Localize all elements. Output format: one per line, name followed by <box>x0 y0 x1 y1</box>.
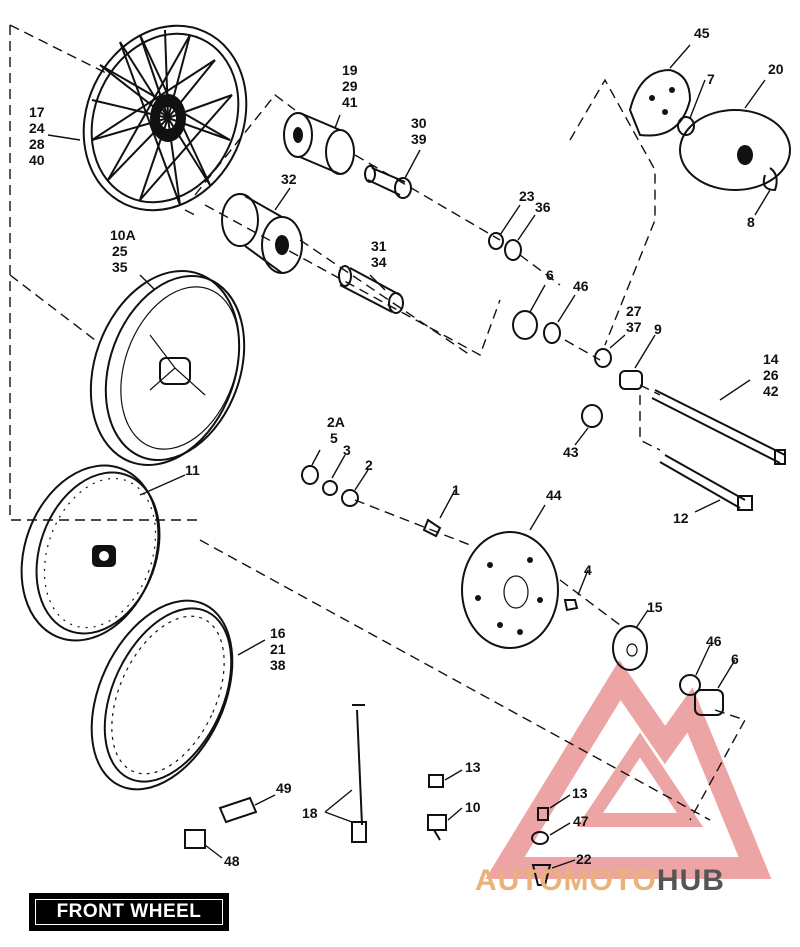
callout-7: 7 <box>707 71 715 87</box>
callout-1: 1 <box>452 482 460 498</box>
callout-22: 22 <box>576 851 592 867</box>
callout-47: 47 <box>573 813 589 829</box>
callout-15: 15 <box>647 599 663 615</box>
callout-46-upper: 46 <box>573 278 589 294</box>
hub-32 <box>221 193 303 274</box>
spacer-30 <box>364 165 412 199</box>
watermark-logo <box>485 659 772 879</box>
callout-9: 9 <box>654 321 662 337</box>
page-title: FRONT WHEEL <box>56 901 202 922</box>
callout-45: 45 <box>694 25 710 41</box>
cast-wheel <box>89 270 246 466</box>
callout-23: 23 <box>519 188 535 204</box>
callout-19: 19 29 41 <box>342 62 361 110</box>
callout-36: 36 <box>535 199 551 215</box>
callout-14: 14 26 42 <box>763 351 782 399</box>
callout-6-lower: 6 <box>731 651 739 667</box>
callout-8: 8 <box>747 214 755 230</box>
leader-lines <box>47 44 771 869</box>
callout-10: 10 <box>465 799 481 815</box>
hub-covers <box>628 68 791 192</box>
callout-31: 31 34 <box>371 238 390 270</box>
callout-44: 44 <box>546 487 562 503</box>
callout-3: 3 <box>343 442 351 458</box>
callout-48: 48 <box>224 853 240 869</box>
sleeve-31 <box>338 265 404 314</box>
title-box: FRONT WHEEL <box>29 893 229 931</box>
title-border <box>35 899 223 925</box>
callout-labels: 45 20 7 8 19 29 41 30 39 17 24 28 40 32 … <box>29 25 784 869</box>
callout-2: 2 <box>365 457 373 473</box>
rotor-and-flange <box>461 531 648 671</box>
spoked-wheel <box>82 24 248 212</box>
callout-4: 4 <box>584 562 592 578</box>
callout-49: 49 <box>276 780 292 796</box>
hub-assembly <box>283 112 355 175</box>
callout-46-lower: 46 <box>706 633 722 649</box>
callout-27: 27 37 <box>626 303 645 335</box>
callout-13-lower: 13 <box>572 785 588 801</box>
rim <box>90 599 234 791</box>
watermark-wordmark: AUTOMOTOHUB <box>475 864 725 898</box>
callout-12: 12 <box>673 510 689 526</box>
axles <box>651 389 786 511</box>
callout-43: 43 <box>563 444 579 460</box>
callout-13-upper: 13 <box>465 759 481 775</box>
fasteners <box>184 465 724 886</box>
callout-30: 30 39 <box>411 115 430 147</box>
watermark-part2: HUB <box>656 864 725 897</box>
callout-10a: 10A 25 35 <box>110 227 139 275</box>
assembly-lines <box>9 24 747 821</box>
callout-11: 11 <box>185 462 200 478</box>
watermark-part1: AUTOMOTO <box>475 864 657 897</box>
small-parts <box>488 232 643 428</box>
callout-17: 17 24 28 40 <box>29 104 48 168</box>
laced-wheel <box>20 464 161 642</box>
callout-32: 32 <box>281 171 297 187</box>
callout-2a: 2A 5 <box>327 414 348 446</box>
callout-16: 16 21 38 <box>270 625 289 673</box>
callout-18: 18 <box>302 805 318 821</box>
callout-6-upper: 6 <box>546 267 554 283</box>
callout-20: 20 <box>768 61 784 77</box>
